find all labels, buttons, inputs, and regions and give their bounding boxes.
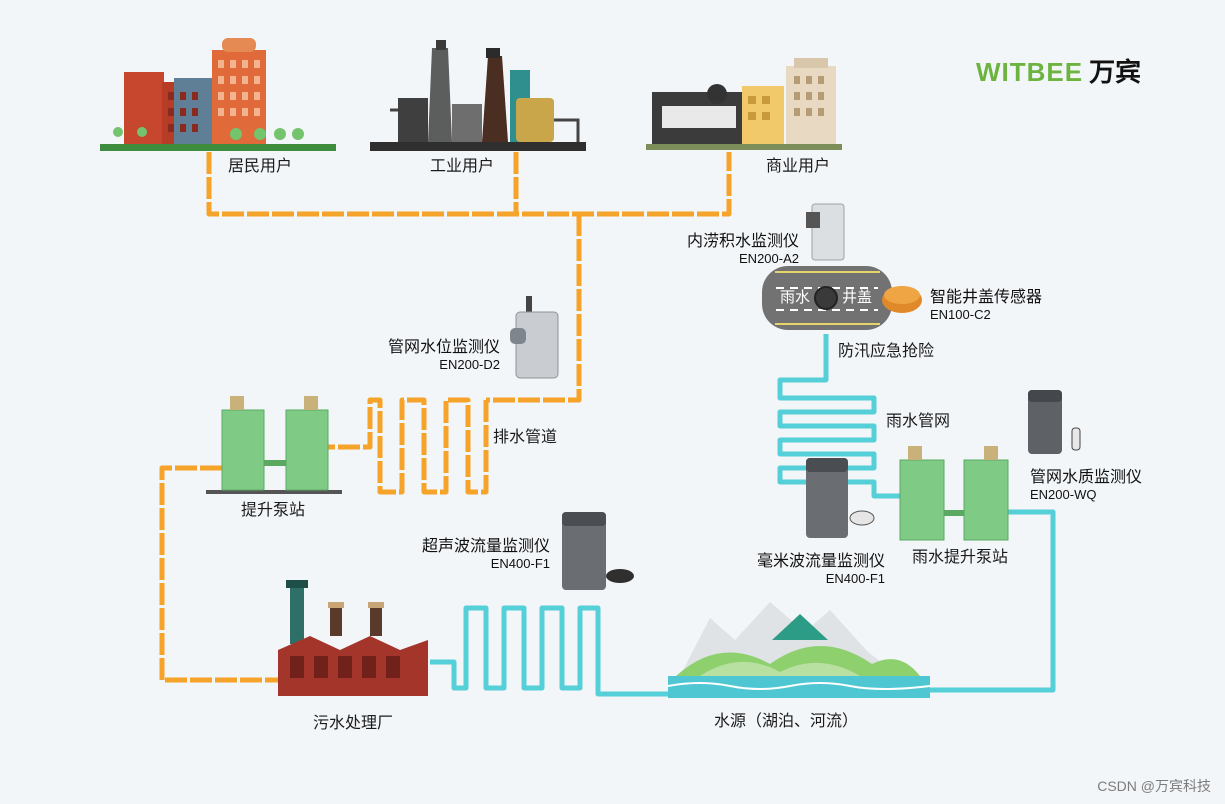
treatment-plant-label: 污水处理厂	[312, 715, 394, 732]
manhole-sensor-model: EN100-C2	[930, 307, 991, 322]
residential-buildings-illustration	[100, 38, 336, 151]
watermark: CSDN @万宾科技	[1097, 778, 1211, 794]
industrial-users-label: 工业用户	[429, 158, 495, 175]
water-quality-monitor-illustration	[1028, 390, 1081, 454]
water-quality-monitor-label: 管网水质监测仪 EN200-WQ	[1030, 468, 1142, 502]
ultrasonic-flow-monitor-name: 超声波流量监测仪	[421, 538, 550, 555]
waterlogging-monitor-model: EN200-A2	[739, 251, 799, 266]
road-rain-label: 雨水	[780, 289, 811, 306]
pipe-level-monitor-model: EN200-D2	[439, 357, 500, 372]
ultrasonic-flow-monitor-model: EN400-F1	[490, 556, 550, 571]
pipe-level-monitor-name: 管网水位监测仪	[387, 339, 500, 356]
commercial-buildings-illustration	[646, 58, 842, 150]
storm-lift-station-illustration	[899, 446, 1009, 541]
treatment-plant-illustration	[278, 580, 428, 696]
water-quality-monitor-name: 管网水质监测仪	[1030, 469, 1143, 486]
mmwave-flow-monitor-label: 毫米波流量监测仪 EN400-F1	[757, 552, 885, 586]
water-source-illustration	[667, 602, 931, 698]
waterlogging-monitor-illustration	[806, 203, 845, 261]
pipe-level-monitor-illustration	[510, 296, 559, 379]
water-source-label: 水源（湖泊、河流）	[713, 713, 859, 730]
road-well-label: 井盖	[842, 289, 873, 306]
manhole-sensor-illustration	[882, 286, 922, 313]
brand-zh: 万宾	[1089, 57, 1142, 87]
lift-station-label: 提升泵站	[240, 502, 306, 519]
mmwave-flow-monitor-illustration	[806, 458, 875, 538]
flood-rescue-label: 防汛应急抢险	[838, 343, 935, 360]
drain-pipe-label: 排水管道	[493, 429, 558, 446]
manhole-sensor-label: 智能井盖传感器 EN100-C2	[930, 288, 1042, 322]
road-illustration	[762, 266, 892, 330]
sewage-pipes	[159, 152, 732, 683]
pipe-level-monitor-label: 管网水位监测仪 EN200-D2	[388, 338, 500, 372]
mmwave-flow-monitor-model: EN400-F1	[825, 571, 885, 586]
commercial-users-label: 商业用户	[765, 158, 831, 175]
mmwave-flow-monitor-name: 毫米波流量监测仪	[756, 553, 885, 570]
manhole-sensor-name: 智能井盖传感器	[930, 289, 1043, 306]
water-quality-monitor-model: EN200-WQ	[1030, 487, 1097, 502]
storm-pipes	[430, 334, 1056, 697]
ultrasonic-flow-monitor-illustration	[562, 512, 634, 590]
waterlogging-monitor-label: 内涝积水监测仪 EN200-A2	[687, 232, 799, 266]
lift-station-illustration	[206, 396, 342, 494]
brand-en: WITBEE	[976, 57, 1084, 87]
industrial-plant-illustration	[370, 40, 586, 151]
waterlogging-monitor-name: 内涝积水监测仪	[686, 233, 799, 250]
residential-users-label: 居民用户	[227, 158, 293, 175]
storm-network-label: 雨水管网	[886, 413, 951, 430]
ultrasonic-flow-monitor-label: 超声波流量监测仪 EN400-F1	[422, 537, 550, 571]
storm-lift-station-label: 雨水提升泵站	[911, 549, 1009, 566]
